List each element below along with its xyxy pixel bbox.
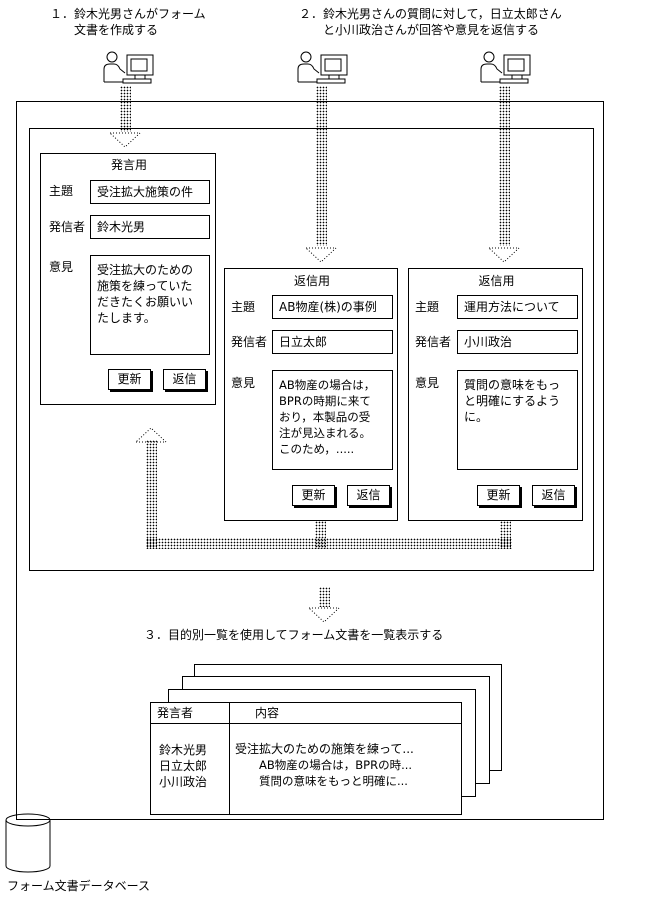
reply-path-shaft — [146, 538, 512, 549]
opinion-label: 意見 — [231, 376, 256, 390]
user-computer-icon — [297, 51, 348, 84]
subject-label: 主題 — [415, 300, 440, 314]
list-item-sender[interactable]: 鈴木光男 — [159, 743, 208, 757]
reply-button[interactable]: 返信 — [347, 485, 390, 506]
flow-arrow-shaft — [120, 86, 131, 132]
database-icon — [5, 813, 51, 873]
column-header-sender: 発言者 — [157, 706, 194, 720]
reply-form: 返信用 主題 AB物産(株)の事例 発信者 日立太郎 意見 AB物産の場合は， … — [224, 268, 398, 521]
reply-path-shaft — [315, 521, 326, 549]
list-item-sender[interactable]: 小川政治 — [159, 775, 208, 789]
step2-caption-line1: ２．鈴木光男さんの質問に対して，日立太郎さん — [299, 7, 562, 21]
step2-caption-line2: と小川政治さんが回答や意見を返信する — [323, 23, 540, 37]
form-title: 発言用 — [110, 158, 147, 172]
sender-label: 発信者 — [49, 220, 86, 234]
reply-path-shaft — [500, 521, 511, 549]
sender-field[interactable]: 日立太郎 — [272, 330, 393, 354]
update-button[interactable]: 更新 — [477, 485, 520, 506]
subject-field[interactable]: AB物産(株)の事例 — [272, 295, 393, 319]
list-item-content[interactable]: 受注拡大のための施策を練って... — [235, 742, 414, 756]
list-column-divider — [229, 703, 230, 814]
reply-path-shaft — [146, 440, 157, 548]
update-button[interactable]: 更新 — [292, 485, 335, 506]
step1-caption-line2: 文書を作成する — [74, 23, 159, 37]
column-header-content: 内容 — [255, 706, 280, 720]
form-title: 返信用 — [478, 274, 515, 288]
post-form: 発言用 主題 受注拡大施策の件 発信者 鈴木光男 意見 受注拡大のための 施策を… — [40, 153, 216, 405]
reply-form: 返信用 主題 運用方法について 発信者 小川政治 意見 質問の意味をもっ と明確… — [408, 268, 583, 521]
subject-field[interactable]: 運用方法について — [457, 295, 578, 319]
form-title: 返信用 — [293, 274, 330, 288]
sender-label: 発信者 — [231, 335, 268, 349]
list-header-divider — [151, 723, 461, 724]
flow-arrow-head — [304, 247, 338, 263]
sender-field[interactable]: 鈴木光男 — [90, 215, 210, 239]
update-button[interactable]: 更新 — [108, 369, 151, 390]
subject-label: 主題 — [49, 184, 74, 198]
sender-label: 発信者 — [415, 335, 452, 349]
opinion-field[interactable]: 質問の意味をもっ と明確にするよう に。 — [457, 370, 578, 470]
step3-caption: ３．目的別一覧を使用してフォーム文書を一覧表示する — [144, 628, 444, 642]
reply-button[interactable]: 返信 — [532, 485, 575, 506]
reply-button[interactable]: 返信 — [163, 369, 206, 390]
opinion-field[interactable]: 受注拡大のための 施策を練っていた だきたくお願いい たします。 — [90, 255, 210, 355]
flow-arrow-shaft — [316, 86, 327, 246]
flow-arrow-head — [487, 247, 521, 263]
flow-arrow-shaft — [319, 587, 330, 607]
opinion-field[interactable]: AB物産の場合は， BPRの時期に来て おり，本製品の受 注が見込まれる。 この… — [272, 370, 393, 470]
database-label: フォーム文書データベース — [7, 879, 151, 893]
opinion-label: 意見 — [415, 376, 440, 390]
list-item-content[interactable]: 質問の意味をもっと明確に... — [259, 774, 408, 788]
subject-label: 主題 — [231, 300, 256, 314]
reply-path-head — [134, 427, 168, 443]
list-item-sender[interactable]: 日立太郎 — [159, 759, 208, 773]
opinion-label: 意見 — [49, 260, 74, 274]
step1-caption-line1: １．鈴木光男さんがフォーム — [50, 7, 206, 21]
flow-arrow-shaft — [499, 86, 510, 246]
user-computer-icon — [103, 51, 154, 84]
list-item-content[interactable]: AB物産の場合は，BPRの時... — [259, 758, 413, 772]
list-window: 発言者 内容 鈴木光男 日立太郎 小川政治 受注拡大のための施策を練って... … — [150, 702, 462, 815]
subject-field[interactable]: 受注拡大施策の件 — [90, 180, 210, 204]
sender-field[interactable]: 小川政治 — [457, 330, 578, 354]
flow-arrow-head — [108, 132, 142, 148]
user-computer-icon — [480, 51, 531, 84]
database-container — [16, 101, 604, 820]
flow-arrow-head — [307, 607, 341, 623]
